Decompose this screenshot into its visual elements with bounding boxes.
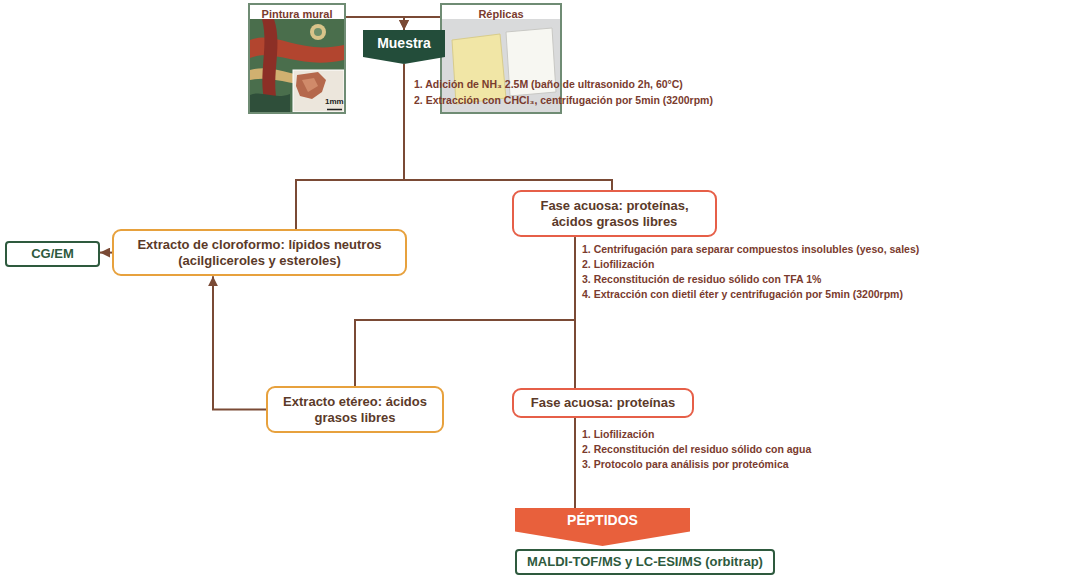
flow-connector <box>213 276 266 409</box>
box-title: PÉPTIDOS <box>567 512 638 529</box>
step-text: 3. Protocolo para análisis por proteómic… <box>582 458 789 471</box>
flow-connector <box>346 17 404 30</box>
step-text: 2. Extracción con CHCl₃, centrifugación … <box>414 94 713 107</box>
step-text: 1. Centrifugación para separar compuesto… <box>582 243 919 256</box>
extract-box: Extracto de cloroformo: lípidos neutros … <box>112 229 407 276</box>
mural-band <box>250 94 290 112</box>
box-title: Extracto etéreo: ácidos grasos libres <box>274 394 436 425</box>
phase-box: Fase acuosa: proteínas <box>512 388 694 418</box>
replica-tile <box>452 34 506 104</box>
step-text: 3. Reconstitución de residuo sólido con … <box>582 273 821 286</box>
box-title: Fase acuosa: proteínas, ácidos grasos li… <box>520 198 709 229</box>
mural-ornament <box>310 24 326 40</box>
step-text: 2. Reconstitución del residuo sólido con… <box>582 443 811 456</box>
box-title: MALDI-TOF/MS y LC-ESI/MS (orbitrap) <box>527 554 763 570</box>
box-title: Extracto de cloroformo: lípidos neutros … <box>122 237 397 268</box>
box-title: CG/EM <box>31 246 74 262</box>
step-text: 4. Extracción con dietil éter y centrifu… <box>582 288 903 301</box>
step-text: 1. Liofilización <box>582 428 654 441</box>
mural-ornament <box>314 28 322 36</box>
technique-box: CG/EM <box>5 241 100 267</box>
sample-fragment <box>296 72 326 99</box>
mural-photo <box>249 4 345 113</box>
step-text: 2. Liofilización <box>582 258 654 271</box>
box-title: Muestra <box>377 35 431 52</box>
technique-box: MALDI-TOF/MS y LC-ESI/MS (orbitrap) <box>515 549 775 575</box>
flow-connector <box>296 64 404 229</box>
flow-connector <box>404 17 440 30</box>
flow-connector <box>100 252 112 254</box>
flow-connector <box>574 418 576 508</box>
mural-ground <box>250 19 344 112</box>
sample-inset <box>293 70 344 112</box>
sample-tag: Muestra <box>363 30 445 64</box>
result-arrow: PÉPTIDOS <box>515 508 690 546</box>
extract-box: Extracto etéreo: ácidos grasos libres <box>266 386 444 433</box>
phase-box: Fase acuosa: proteínas, ácidos grasos li… <box>512 190 717 237</box>
box-title: Réplicas <box>478 8 523 21</box>
scale-label: 1mm <box>325 97 344 107</box>
flow-connector <box>574 237 576 388</box>
box-title: Pintura mural <box>262 8 333 21</box>
box-title: Fase acuosa: proteínas <box>531 395 676 411</box>
sample-fragment <box>302 78 318 92</box>
step-text: 1. Adición de NH₃ 2.5M (baño de ultrason… <box>414 78 683 91</box>
result-arrow-fill <box>515 508 690 546</box>
photo-ground <box>249 4 345 113</box>
scale-bar <box>327 109 342 111</box>
sample-tag-fill <box>363 30 445 64</box>
